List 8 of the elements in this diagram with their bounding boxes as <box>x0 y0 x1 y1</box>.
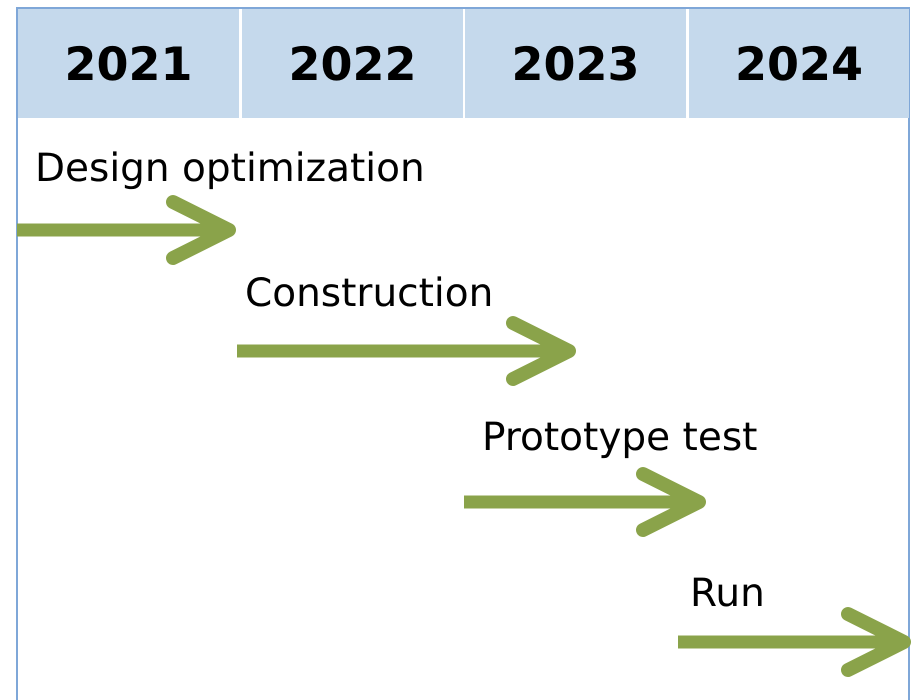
year-header-cell: 2022 <box>242 9 463 118</box>
task-label: Run <box>690 573 765 616</box>
year-header-cell: 2021 <box>18 9 239 118</box>
year-header-cell: 2023 <box>465 9 686 118</box>
year-header-cell: 2024 <box>689 9 909 118</box>
task-label: Prototype test <box>482 417 758 460</box>
task-label: Construction <box>245 273 494 316</box>
task-label: Design optimization <box>35 148 425 191</box>
